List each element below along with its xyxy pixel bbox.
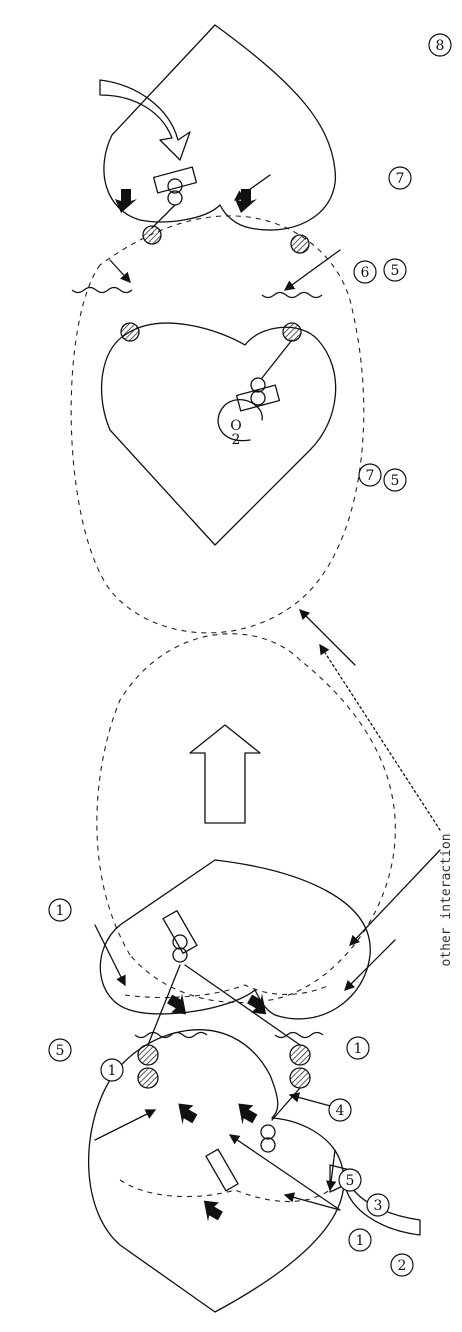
contact-beads-bottom (138, 1045, 310, 1088)
svg-text:5: 5 (391, 473, 400, 489)
oxygen-subscript: 2 (232, 432, 241, 448)
callout-2: 2 (391, 1254, 413, 1276)
callout-1c: 1 (347, 1037, 369, 1059)
bottom-dashed-envelope (97, 634, 396, 1003)
callout-3: 3 (367, 1194, 389, 1216)
svg-text:1: 1 (354, 1041, 363, 1057)
ligand-upper (148, 911, 300, 1045)
rotation-arrow-open-top (100, 80, 190, 160)
svg-text:8: 8 (436, 38, 445, 54)
ligand-lower (206, 1088, 300, 1191)
movement-arrows-bottom (164, 989, 274, 1225)
wavy-line (262, 293, 322, 298)
bottom-complex: 1 5 1 1 4 5 1 3 (49, 634, 420, 1312)
callout-5a: 5 (49, 1039, 71, 1061)
callout-5d: 5 (384, 469, 406, 491)
callout-8: 8 (429, 34, 451, 56)
transition-arrow (190, 725, 260, 823)
other-interaction-annotation: other interaction (320, 645, 454, 967)
callout-5b: 5 (339, 1169, 361, 1191)
contact-beads-top (121, 226, 309, 341)
callout-6: 6 (354, 261, 376, 283)
pointer-arrow (235, 175, 270, 200)
pointer-arrow (110, 260, 130, 282)
svg-text:5: 5 (391, 263, 400, 279)
svg-text:3: 3 (374, 1198, 383, 1214)
top-upper-heart (104, 25, 336, 230)
svg-text:6: 6 (361, 265, 370, 281)
svg-text:4: 4 (336, 1103, 345, 1119)
wavy-line (72, 288, 132, 293)
svg-text:7: 7 (366, 468, 375, 484)
upper-inner-dashed (125, 985, 330, 998)
top-dashed-envelope (71, 216, 364, 633)
callout-1d: 1 (349, 1229, 371, 1251)
bead (290, 1068, 310, 1088)
callout-5c: 5 (384, 259, 406, 281)
pointer-arrow (285, 250, 340, 290)
pointer-arrows-bottom (95, 925, 395, 1210)
callout-4: 4 (329, 1099, 351, 1121)
svg-text:5: 5 (346, 1173, 355, 1189)
other-interaction-label: other interaction (439, 833, 454, 966)
callout-1b: 1 (101, 1059, 123, 1081)
upper-subunit-heart (100, 860, 370, 1019)
svg-text:1: 1 (108, 1063, 117, 1079)
svg-text:7: 7 (396, 171, 405, 187)
movement-arrows-top (115, 189, 257, 213)
top-lower-heart (102, 323, 336, 545)
svg-text:5: 5 (56, 1043, 65, 1059)
callout-7a: 7 (389, 167, 411, 189)
top-complex: O 2 8 7 5 6 (71, 25, 451, 665)
bead (138, 1045, 158, 1065)
bead (138, 1068, 158, 1088)
wavy-line (135, 1033, 207, 1038)
callout-1a: 1 (49, 899, 71, 921)
svg-text:2: 2 (398, 1258, 407, 1274)
callout-7b: 7 (359, 464, 381, 486)
svg-text:1: 1 (56, 903, 65, 919)
ligand-top-lower: O 2 (218, 340, 292, 448)
bead (290, 1045, 310, 1065)
svg-text:1: 1 (356, 1233, 365, 1249)
